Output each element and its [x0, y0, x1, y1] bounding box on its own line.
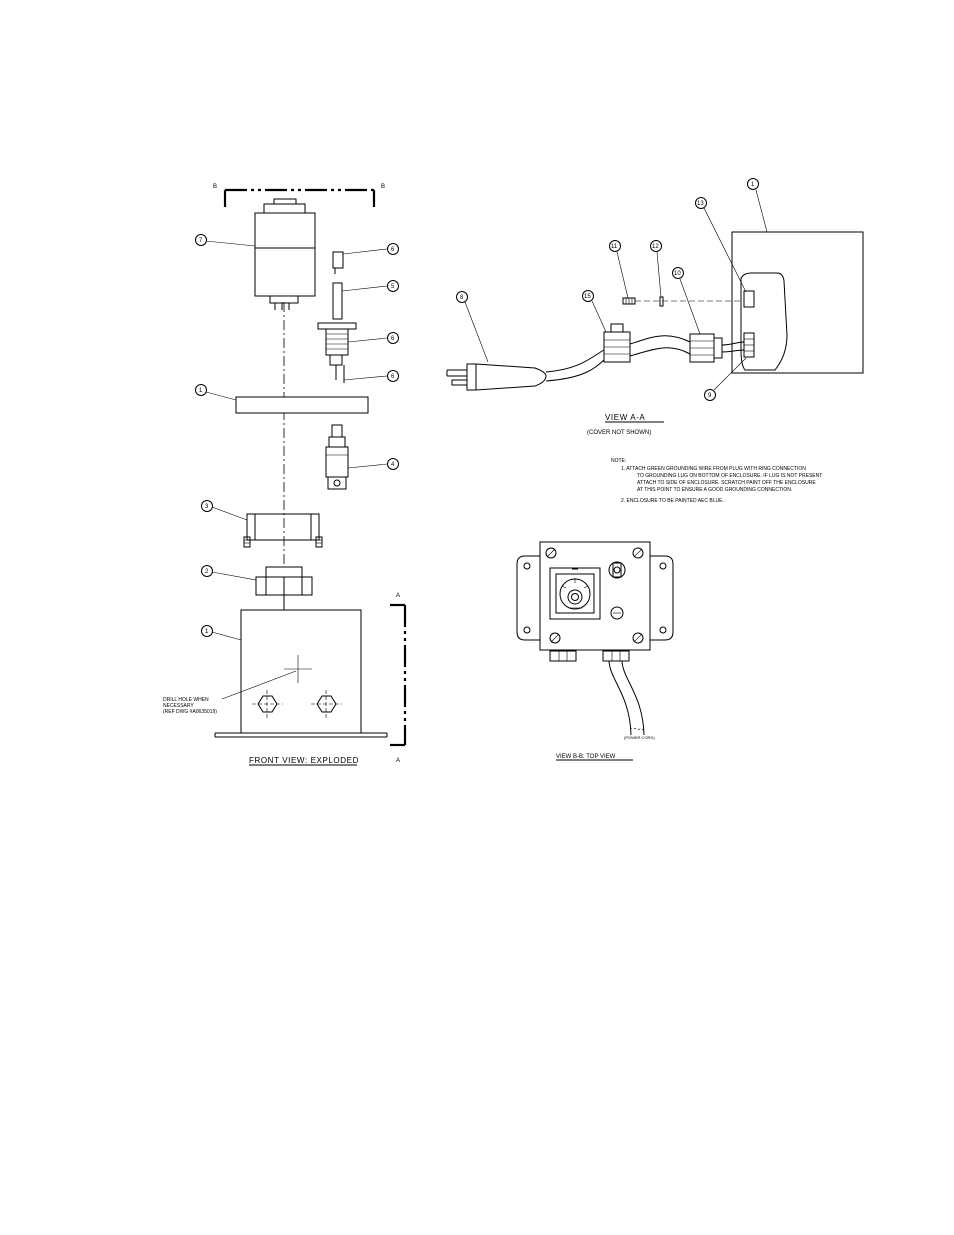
- view-bb: (POWER CORD) VIEW B-B: TOP VIEW: [516, 541, 674, 761]
- section-line-aa: A A: [390, 593, 407, 764]
- note-1-line-3: ATTACH TO SIDE OF ENCLOSURE. SCRATCH PAI…: [637, 480, 816, 486]
- power-cord-label: (POWER CORD): [624, 735, 655, 740]
- note-2-line-1: 2. ENCLOSURE TO BE PAINTED AEC BLUE.: [621, 498, 724, 504]
- view-aa-title: VIEW A-A: [605, 413, 645, 422]
- svg-text:9: 9: [708, 393, 712, 399]
- pilot-light: [610, 606, 624, 620]
- callout-aa-9: 9: [704, 357, 747, 401]
- callout-aa-8: 8: [456, 291, 489, 363]
- svg-text:DRILL HOLE WHEN: DRILL HOLE WHEN: [163, 697, 209, 703]
- svg-text:7: 7: [199, 238, 203, 244]
- callout-1-cover: 1: [195, 384, 237, 401]
- svg-text:6: 6: [391, 374, 395, 380]
- svg-text:NECESSARY: NECESSARY: [163, 703, 194, 709]
- callout-5: 5: [341, 280, 399, 292]
- strain-relief-10: [689, 333, 723, 363]
- section-mark-b-right: B: [381, 184, 385, 190]
- front-view: B B: [163, 184, 407, 766]
- strain-relief-15: [603, 323, 631, 363]
- drill-note: DRILL HOLE WHEN NECESSARY (REF DWG #A063…: [163, 670, 297, 715]
- callout-6b: 6: [347, 332, 399, 344]
- svg-text:10: 10: [674, 271, 681, 277]
- section-mark-a-top: A: [396, 593, 400, 599]
- view-aa-subtitle: (COVER NOT SHOWN): [587, 430, 651, 436]
- callout-aa-15: 15: [582, 290, 607, 333]
- bracket-part: [243, 513, 323, 548]
- enclosure-front: [214, 609, 388, 738]
- svg-text:2: 2: [205, 569, 209, 575]
- svg-text:15: 15: [584, 294, 591, 300]
- callout-1-enclosure: 1: [201, 625, 242, 641]
- section-mark-a-bottom: A: [396, 758, 400, 764]
- view-aa: 1 13 11 12 10 15 8 9 VIEW A-A (COVER NOT…: [446, 178, 864, 436]
- callout-2: 2: [201, 565, 257, 581]
- timer-part: [254, 198, 316, 310]
- callout-aa-10: 10: [672, 267, 701, 335]
- note-1-line-2: TO GROUNDING LUG ON BOTTOM OF ENCLOSURE.…: [637, 473, 822, 479]
- svg-text:3: 3: [205, 504, 209, 510]
- timer-dial: [549, 567, 601, 620]
- callout-6c: 6: [343, 370, 399, 382]
- notes-heading: NOTE:: [611, 458, 626, 464]
- svg-text:(REF DWG #A0635019): (REF DWG #A0635019): [163, 709, 217, 715]
- section-line-bb: B B: [213, 184, 385, 207]
- power-plug: [446, 363, 547, 391]
- socket-part: [255, 566, 313, 610]
- callout-aa-12: 12: [650, 240, 662, 298]
- svg-text:6: 6: [391, 336, 395, 342]
- notes-block: NOTE: 1. ATTACH GREEN GROUNDING WIRE FRO…: [611, 458, 822, 504]
- svg-text:11: 11: [611, 244, 618, 250]
- svg-text:1: 1: [751, 182, 755, 188]
- note-1-line-4: AT THIS POINT TO ENSURE A GOOD GROUNDING…: [637, 487, 792, 493]
- svg-text:5: 5: [391, 284, 395, 290]
- svg-text:13: 13: [697, 201, 704, 207]
- toggle-switch-part: [325, 424, 349, 490]
- callout-aa-1: 1: [747, 178, 768, 233]
- callout-4: 4: [347, 458, 399, 470]
- callout-aa-13: 13: [695, 197, 747, 293]
- svg-text:4: 4: [391, 462, 395, 468]
- callout-7: 7: [195, 234, 256, 247]
- callout-3: 3: [201, 500, 248, 521]
- cover-plate: [235, 396, 369, 414]
- callout-aa-11: 11: [609, 240, 629, 299]
- svg-text:8: 8: [460, 295, 464, 301]
- fuse-holder-parts: [317, 251, 357, 383]
- note-1-line-1: 1. ATTACH GREEN GROUNDING WIRE FROM PLUG…: [621, 466, 806, 472]
- front-view-title: FRONT VIEW: EXPLODED: [249, 756, 359, 765]
- svg-text:1: 1: [205, 629, 209, 635]
- view-bb-title: VIEW B-B: TOP VIEW: [556, 754, 616, 760]
- toggle-switch-top: [608, 561, 626, 579]
- svg-text:6: 6: [391, 247, 395, 253]
- callout-6a: 6: [342, 243, 399, 255]
- svg-text:12: 12: [652, 244, 659, 250]
- svg-text:1: 1: [199, 388, 203, 394]
- section-mark-b-left: B: [213, 184, 217, 190]
